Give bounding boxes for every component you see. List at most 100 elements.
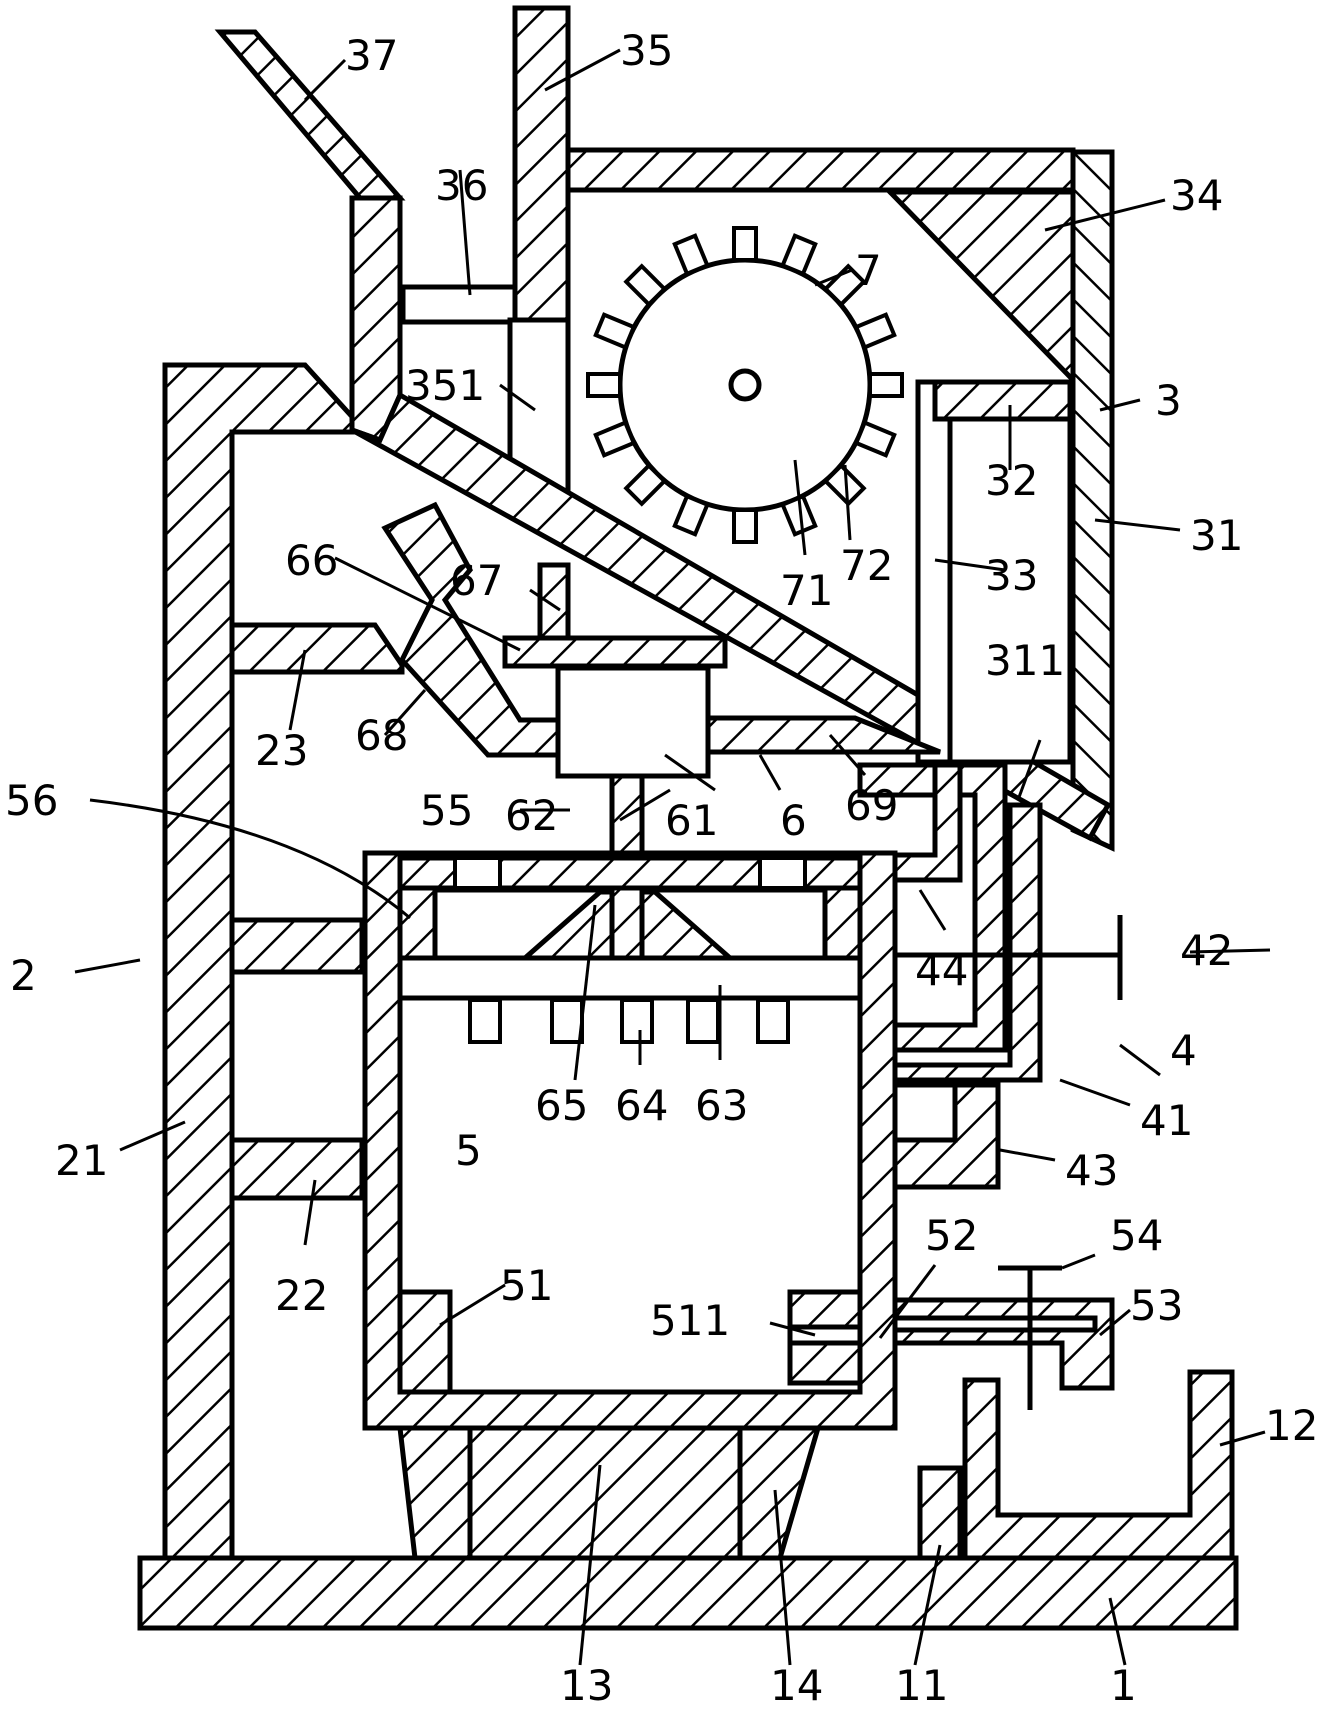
roller-tooth bbox=[822, 462, 867, 507]
label-32: 32 bbox=[985, 456, 1038, 505]
block-11 bbox=[917, 1465, 963, 1561]
roller-tooth bbox=[593, 312, 637, 350]
roller-teeth bbox=[586, 226, 904, 544]
wedge-34 bbox=[884, 189, 1076, 387]
label-53: 53 bbox=[1130, 1281, 1183, 1330]
label-61: 61 bbox=[665, 796, 718, 845]
block-511-bottom bbox=[787, 1340, 863, 1386]
label-64: 64 bbox=[615, 1081, 668, 1130]
lower-support-22 bbox=[229, 1137, 365, 1201]
label-63: 63 bbox=[695, 1081, 748, 1130]
label-34: 34 bbox=[1170, 171, 1223, 220]
label-66: 66 bbox=[285, 536, 338, 585]
tooth-64 bbox=[686, 998, 720, 1044]
label-41: 41 bbox=[1140, 1096, 1193, 1145]
pipe-52 bbox=[892, 1297, 1115, 1391]
lid-gap-right bbox=[758, 856, 807, 890]
roller-tooth bbox=[732, 508, 758, 544]
roller-tooth bbox=[868, 372, 904, 398]
tooth-64 bbox=[620, 998, 654, 1044]
pipe-41-outer bbox=[892, 802, 1043, 1083]
label-56: 56 bbox=[5, 776, 58, 825]
block-511-top bbox=[787, 1289, 863, 1330]
label-33: 33 bbox=[985, 551, 1038, 600]
vertical-plate-35 bbox=[512, 5, 571, 323]
label-67: 67 bbox=[450, 556, 503, 605]
label-54: 54 bbox=[1110, 1211, 1163, 1260]
roller-tooth bbox=[593, 420, 637, 458]
block-43-inner bbox=[892, 1082, 958, 1143]
label-71: 71 bbox=[780, 566, 833, 615]
roller-tooth bbox=[853, 420, 897, 458]
left-frame-column bbox=[162, 362, 358, 1561]
block-56-left bbox=[397, 885, 438, 961]
label-72: 72 bbox=[840, 541, 893, 590]
label-65: 65 bbox=[535, 1081, 588, 1130]
housing-top bbox=[565, 147, 1076, 193]
leader-lines bbox=[74, 48, 1271, 1666]
roller-tooth bbox=[672, 233, 710, 277]
support-67 bbox=[537, 562, 571, 643]
label-14: 14 bbox=[770, 1661, 823, 1709]
chute-left-wall bbox=[349, 195, 403, 444]
upper-support bbox=[229, 917, 365, 975]
label-52: 52 bbox=[925, 1211, 978, 1260]
foot-14-left bbox=[397, 1425, 473, 1561]
bracket-23 bbox=[229, 622, 405, 675]
pipe-41 bbox=[857, 762, 1008, 1053]
label-12: 12 bbox=[1265, 1401, 1318, 1450]
label-31: 31 bbox=[1190, 511, 1243, 560]
part-labels: 37 35 36 34 7 351 3 32 31 71 72 33 66 67… bbox=[5, 26, 1318, 1709]
link-68 bbox=[381, 501, 563, 758]
label-7: 7 bbox=[855, 246, 882, 295]
label-22: 22 bbox=[275, 1271, 328, 1320]
motor-61 bbox=[555, 665, 711, 779]
screen-top-32 bbox=[932, 379, 1073, 422]
plate-66 bbox=[502, 635, 728, 669]
lid-gap-left bbox=[453, 856, 502, 890]
base-plate bbox=[137, 1555, 1239, 1631]
baffle-36 bbox=[400, 284, 518, 325]
label-51: 51 bbox=[500, 1261, 553, 1310]
tooth-64 bbox=[550, 998, 584, 1044]
label-2: 2 bbox=[10, 951, 37, 1000]
roller-tooth bbox=[586, 372, 622, 398]
collector-12 bbox=[962, 1369, 1235, 1561]
roller-tooth bbox=[853, 312, 897, 350]
roller-tooth bbox=[780, 493, 818, 537]
block-51 bbox=[397, 1289, 453, 1395]
teeth-64 bbox=[468, 998, 790, 1044]
roller-tooth bbox=[623, 462, 668, 507]
label-43: 43 bbox=[1065, 1146, 1118, 1195]
label-3: 3 bbox=[1155, 376, 1182, 425]
label-4: 4 bbox=[1170, 1026, 1197, 1075]
label-11: 11 bbox=[895, 1661, 948, 1709]
tooth-64 bbox=[756, 998, 790, 1044]
plate-63 bbox=[397, 955, 863, 1001]
label-69: 69 bbox=[845, 781, 898, 830]
tooth-64 bbox=[468, 998, 502, 1044]
label-62: 62 bbox=[505, 791, 558, 840]
label-511: 511 bbox=[650, 1296, 730, 1345]
roller-tooth bbox=[672, 493, 710, 537]
label-311: 311 bbox=[985, 636, 1065, 685]
label-55: 55 bbox=[420, 786, 473, 835]
label-351: 351 bbox=[405, 361, 485, 410]
label-42: 42 bbox=[1180, 926, 1233, 975]
slot-511 bbox=[787, 1324, 863, 1346]
roller-tooth bbox=[732, 226, 758, 262]
roller-tooth bbox=[780, 233, 818, 277]
crushing-roller bbox=[586, 226, 904, 544]
plate-69 bbox=[705, 715, 941, 755]
shaft-62-lower bbox=[609, 885, 645, 961]
label-21: 21 bbox=[55, 1136, 108, 1185]
pipe-channel bbox=[892, 1315, 1098, 1333]
pipe-44 bbox=[892, 762, 963, 883]
label-1: 1 bbox=[1110, 1661, 1137, 1709]
foot-13 bbox=[467, 1425, 743, 1561]
label-36: 36 bbox=[435, 161, 488, 210]
block-56-right bbox=[822, 885, 863, 961]
label-13: 13 bbox=[560, 1661, 613, 1709]
label-35: 35 bbox=[620, 26, 673, 75]
